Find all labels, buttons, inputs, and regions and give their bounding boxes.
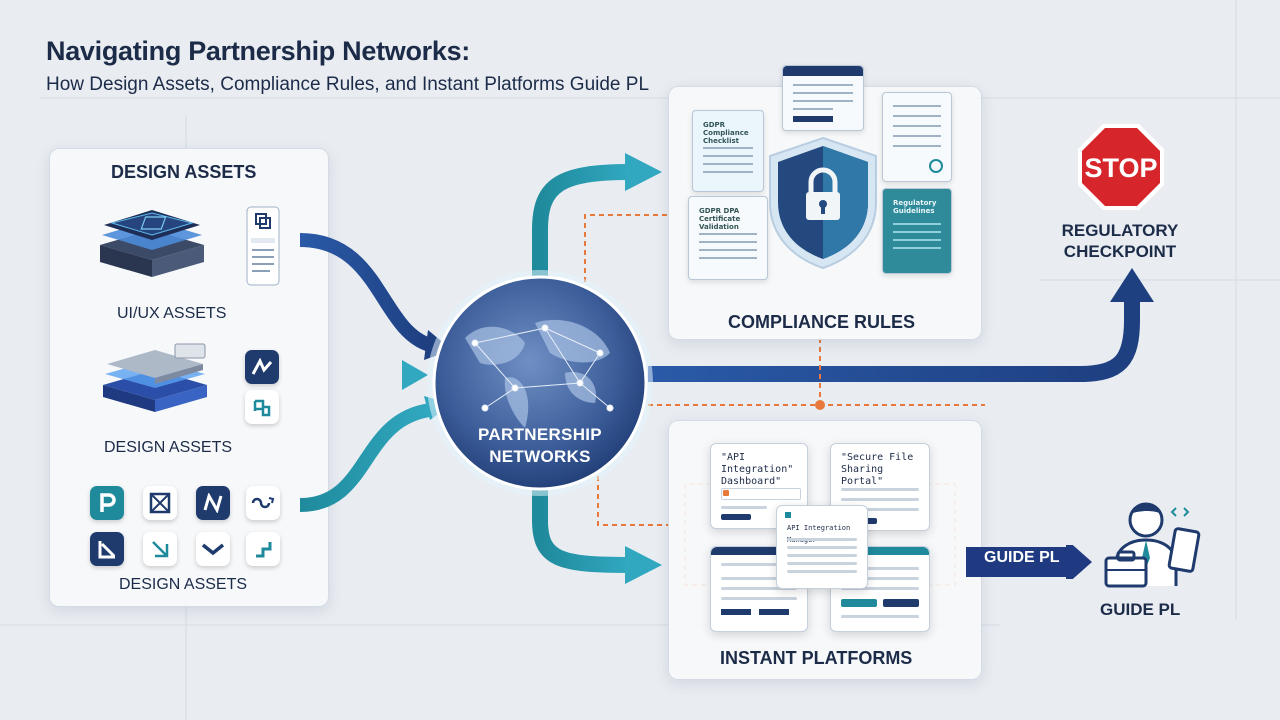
regulatory-checkpoint-label: REGULATORY CHECKPOINT (1030, 220, 1210, 262)
guide-pl-label: GUIDE PL (1100, 600, 1181, 619)
doc3-title: Regulatory Guidelines (893, 199, 937, 215)
hub-label-line2: NETWORKS (489, 447, 591, 466)
app-icon-box (143, 486, 177, 520)
layer-stack-icon (100, 210, 204, 277)
partnership-networks-label: PARTNERSHIP NETWORKS (470, 424, 610, 468)
app-icon-chevron (196, 532, 230, 566)
stop-sign-text: STOP (1084, 153, 1157, 183)
app-icon-p (90, 486, 124, 520)
design-app-icon-1 (245, 350, 279, 384)
secure-file-sharing-card: "Secure File Sharing Portal" (830, 443, 930, 531)
card2-title: "Secure File Sharing Portal" (841, 452, 914, 487)
api-integration-dashboard-card: "API Integration" Dashboard" (710, 443, 808, 529)
design-assets-heading: DESIGN ASSETS (111, 162, 257, 182)
compliance-doc-top (782, 65, 864, 131)
checkpoint-label-line1: REGULATORY (1061, 221, 1179, 240)
design-assets-caption-1: DESIGN ASSETS (104, 439, 233, 456)
instant-platforms-heading: INSTANT PLATFORMS (720, 648, 913, 668)
design-app-icon-2 (245, 390, 279, 424)
card3-title: API Integration Manager (787, 524, 851, 544)
compliance-rules-heading: COMPLIANCE RULES (728, 312, 916, 332)
gdpr-checklist-doc: GDPR Compliance Checklist (692, 110, 764, 192)
component-stack-icon (103, 343, 207, 412)
api-integration-manager-card: API Integration Manager (776, 505, 868, 589)
stop-sign-icon: STOP (1078, 124, 1164, 210)
regulatory-guidelines-doc: Regulatory Guidelines (882, 188, 952, 274)
app-icon-steps (246, 532, 280, 566)
app-icon-k (90, 532, 124, 566)
hub-label-line1: PARTNERSHIP (478, 425, 602, 444)
card1-title: "API Integration" Dashboard" (721, 452, 794, 487)
globe-icon (427, 270, 653, 496)
doc2-title: GDPR DPA Certificate Validation (699, 207, 741, 231)
person-briefcase-icon (1104, 502, 1201, 588)
page-title: Navigating Partnership Networks: (46, 36, 470, 66)
page-subtitle: How Design Assets, Compliance Rules, and… (46, 74, 650, 95)
phone-mockup-icon (246, 206, 280, 286)
app-icon-n (196, 486, 230, 520)
app-icon-infinity (246, 486, 280, 520)
guide-pl-arrow-label: GUIDE PL (984, 549, 1060, 566)
gdpr-certificate-doc: GDPR DPA Certificate Validation (688, 196, 768, 280)
guide-pl-arrow (966, 545, 1092, 579)
app-icon-arrow-diag (143, 532, 177, 566)
doc1-title: GDPR Compliance Checklist (703, 121, 749, 145)
checkpoint-label-line2: CHECKPOINT (1063, 242, 1177, 261)
compliance-doc-right-top (882, 92, 952, 182)
uiux-assets-caption: UI/UX ASSETS (117, 305, 227, 322)
shield-lock-icon (769, 136, 877, 270)
design-assets-caption-2: DESIGN ASSETS (119, 576, 248, 593)
